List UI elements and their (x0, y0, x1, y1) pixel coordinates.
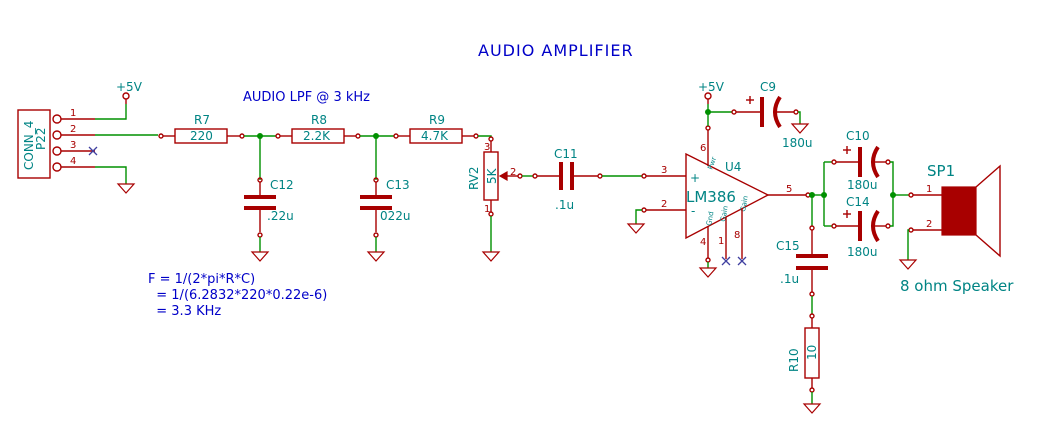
connector-pin-label-3: 3 (70, 140, 76, 151)
c9-ref: C9 (760, 80, 776, 94)
resistor-r8: R8 2.2K (275, 113, 361, 144)
u4-pin-1: 1 (718, 236, 724, 247)
rv2-value: 5K (485, 167, 499, 184)
r8-ref: R8 (311, 113, 327, 127)
power-label-amp: +5V (698, 80, 725, 94)
u4-ref: U4 (725, 160, 741, 174)
r9-value: 4.7K (421, 129, 449, 143)
connector-pin-label-1: 1 (70, 108, 76, 119)
speaker-pin-2: 2 (926, 219, 932, 230)
u4-pin-5: 5 (786, 184, 792, 195)
u4-gain2-label: Gain (739, 195, 750, 212)
capacitor-c14: C14 180u (831, 195, 891, 259)
u4-pin-3: 3 (661, 165, 667, 176)
r10-ref: R10 (787, 348, 801, 372)
r7-ref: R7 (194, 113, 210, 127)
u4-plus: + (690, 171, 700, 185)
c10-ref: C10 (846, 129, 870, 143)
connector-pin-label-4: 4 (70, 156, 76, 167)
c9-value: 180u (782, 136, 813, 150)
resistor-r7: R7 220 (158, 113, 245, 144)
rv2-pin-3: 3 (484, 142, 490, 153)
u4-minus: - (691, 204, 695, 218)
u4-value: LM386 (686, 188, 736, 206)
c15-value: .1u (780, 272, 799, 286)
capacitor-c10: C10 180u (831, 129, 891, 192)
speaker-sp1: 1 2 SP1 8 ohm Speaker (898, 162, 1014, 295)
amplifier-u4: 3 2 + - U4 LM386 Pwr Gnd Gain Gain 6 4 1… (626, 125, 811, 278)
u4-pin-2: 2 (661, 199, 667, 210)
c12-ref: C12 (270, 178, 294, 192)
r9-ref: R9 (429, 113, 445, 127)
c15-ref: C15 (776, 239, 800, 253)
connector-pin-4 (52, 162, 62, 172)
connector-pin-label-2: 2 (70, 124, 76, 135)
connector-pin-1 (52, 114, 62, 124)
r7-value: 220 (190, 129, 213, 143)
rv2-ref: RV2 (467, 166, 481, 190)
rv2-pin-1: 1 (484, 204, 490, 215)
r8-value: 2.2K (303, 129, 331, 143)
speaker-value: 8 ohm Speaker (900, 277, 1014, 295)
ground-symbol (116, 183, 136, 194)
connector-ref: P22 (34, 127, 48, 150)
opamp-triangle (685, 152, 770, 240)
c13-value: 022u (380, 209, 411, 223)
formula-line-2: = 1/(6.2832*220*0.22e-6) (148, 288, 327, 303)
connector-value: CONN_4 (22, 121, 36, 170)
capacitor-c15: C15 .1u (776, 195, 828, 314)
c14-ref: C14 (846, 195, 870, 209)
r10-value: 10 (805, 345, 819, 360)
u4-pwr-label: Pwr (706, 156, 718, 171)
capacitor-c11: C11 .1u (532, 147, 603, 212)
potentiometer-rv2: 3 2 1 RV2 5K (467, 136, 523, 262)
schematic-title: AUDIO AMPLIFIER (478, 41, 634, 60)
u4-pin-8: 8 (734, 230, 740, 241)
capacitor-c9: C9 180u (731, 80, 813, 150)
rv2-pin-2: 2 (510, 167, 516, 178)
formula-line-3: = 3.3 KHz (148, 304, 221, 319)
c11-value: .1u (555, 198, 574, 212)
c13-ref: C13 (386, 178, 410, 192)
power-label-left: +5V (116, 80, 143, 94)
c12-value: .22u (267, 209, 294, 223)
no-connect-marker (88, 146, 98, 156)
capacitor-c13: C13 022u (360, 136, 411, 262)
c11-ref: C11 (554, 147, 578, 161)
resistor-r10: R10 10 (787, 313, 822, 414)
c10-value: 180u (847, 178, 878, 192)
formula-line-1: F = 1/(2*pi*R*C) (148, 272, 255, 287)
resistor-r9: R9 4.7K (393, 113, 479, 144)
connector-pin-2 (52, 130, 62, 140)
u4-pin-6: 6 (700, 143, 706, 154)
connector-p22: CONN_4 P22 1 2 3 4 (17, 108, 98, 179)
speaker-cone (975, 164, 1001, 258)
u4-gain1-label: Gain (719, 205, 730, 222)
power-5v-amp: +5V (698, 80, 732, 126)
capacitor-c12: C12 .22u (244, 136, 294, 262)
power-5v-left: +5V (95, 80, 143, 120)
speaker-magnet (941, 186, 977, 236)
c14-value: 180u (847, 245, 878, 259)
speaker-ref: SP1 (927, 162, 955, 180)
u4-pin-4: 4 (700, 237, 706, 248)
speaker-pin-1: 1 (926, 184, 932, 195)
connector-pin-3 (52, 146, 62, 156)
connector-body (17, 109, 51, 179)
lpf-label: AUDIO LPF @ 3 kHz (243, 90, 370, 105)
u4-gnd-label: Gnd (705, 211, 715, 226)
